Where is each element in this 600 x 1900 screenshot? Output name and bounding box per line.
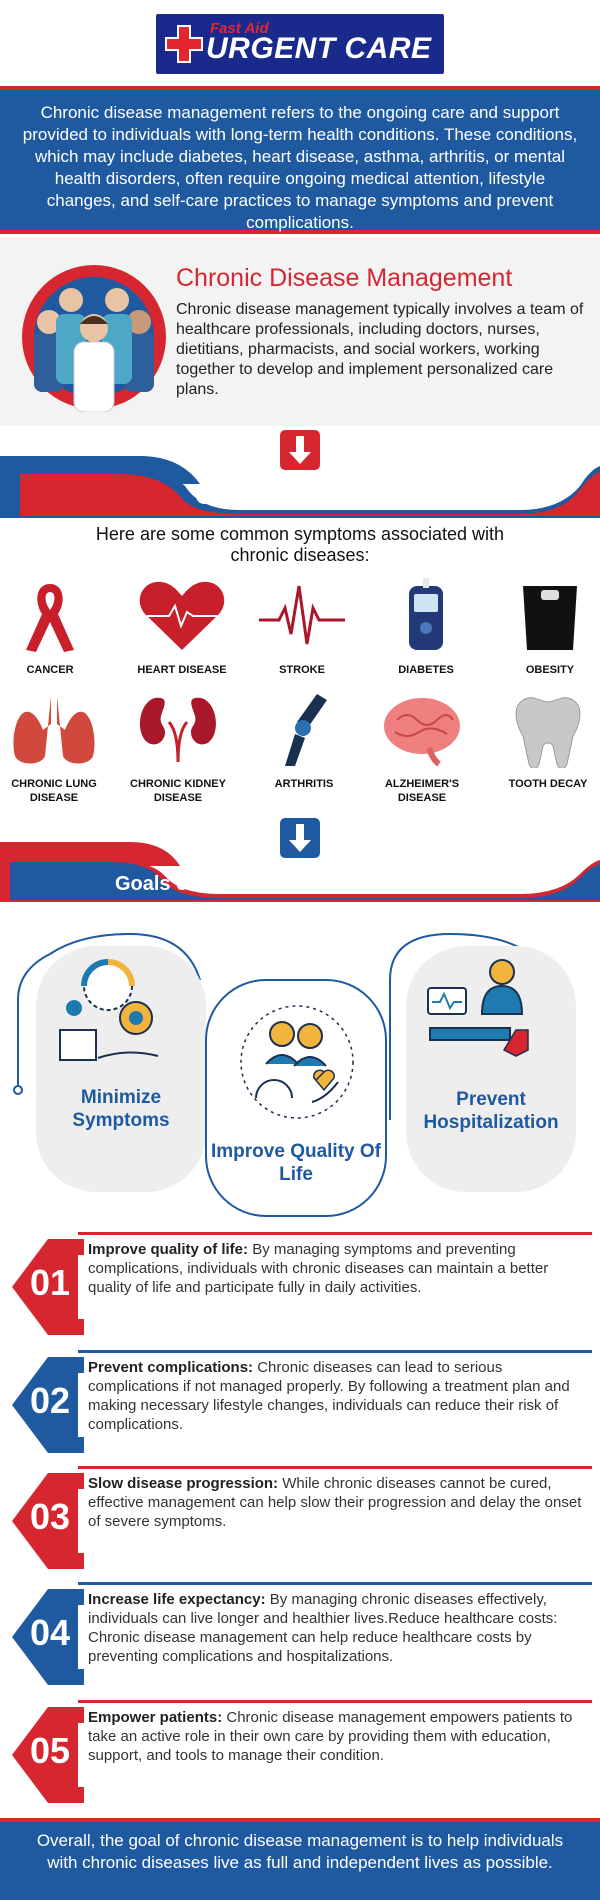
lungs-icon [13,696,95,764]
disease-label: STROKE [279,664,325,676]
medical-cross-icon [165,25,203,63]
number-badge [12,1473,84,1569]
disease-label: CANCER [26,664,74,676]
goal-heading: Slow disease progression: [88,1475,279,1492]
pulse-icon [259,585,345,645]
goal-body: While chronic diseases cannot be cured, … [88,1475,582,1530]
goal-text: Empower patients: Chronic disease manage… [88,1708,588,1765]
disease-label: DIABETES [398,664,454,676]
goal-body: Chronic disease management empowers pati… [88,1709,573,1764]
hospital-bed-icon [427,959,529,1057]
brain-icon [384,698,460,767]
glucometer-icon [409,578,443,650]
chronic-diseases-banner [0,456,600,518]
disease-arthritis: ARTHRITIS [244,692,364,791]
logo-line1: Fast Aid [210,20,269,37]
disease-label: CHRONIC LUNG DISEASE [11,778,97,804]
disease-cancer: CANCER [0,578,110,677]
chronic-diseases-title: Chronic Diseases [195,482,405,510]
divider [78,1350,592,1353]
goal-body: Chronic diseases can lead to serious com… [88,1359,570,1433]
goal-card-label: Improve Quality Of Life [211,1141,381,1185]
symptoms-gauge-icon [59,959,159,1061]
disease-heart: HEART DISEASE [122,578,242,677]
kidneys-icon [140,697,216,763]
disease-label: ARTHRITIS [274,778,334,790]
ribbon-icon [26,584,74,652]
goal-number: 02 [30,1380,71,1421]
divider [78,1582,592,1585]
intro-paragraph: Chronic disease management refers to the… [0,86,600,234]
down-arrow-icon [280,818,320,858]
goals-title: Goals of Chronic Disease Management [114,873,486,895]
goal-heading: Empower patients: [88,1709,223,1726]
quality-of-life-icon [240,1005,354,1119]
tooth-icon [515,697,581,769]
goal-number: 05 [30,1730,71,1771]
disease-label: TOOTH DECAY [508,778,588,790]
down-arrow-icon [280,430,320,470]
goal-item-02: 02 Prevent complications: Chronic diseas… [8,1350,592,1460]
disease-diabetes: DIABETES [366,578,486,677]
disease-label: CHRONIC KIDNEY DISEASE [130,778,226,804]
goal-text: Increase life expectancy: By managing ch… [88,1590,588,1666]
disease-obesity: OBESITY [490,578,600,677]
disease-label: HEART DISEASE [137,664,227,676]
goal-item-03: 03 Slow disease progression: While chron… [8,1466,592,1576]
goal-card-label: Prevent Hospitalization [423,1089,559,1133]
goal-number: 01 [30,1262,71,1303]
disease-label: OBESITY [525,664,575,676]
number-badge [12,1239,84,1335]
disease-lung: CHRONIC LUNG DISEASE [0,692,114,805]
disease-alzheimers: ALZHEIMER'S DISEASE [362,692,482,805]
goal-heading: Prevent complications: [88,1359,254,1376]
cdm-section: Chronic Disease Management Chronic disea… [0,238,600,426]
cdm-text: Chronic disease management typically inv… [176,301,584,398]
goals-banner [0,842,600,902]
logo[interactable]: Fast Aid URGENT CARE [156,14,444,74]
heart-icon [139,581,225,650]
header: Fast Aid URGENT CARE [0,0,600,82]
goal-body: By managing symptoms and preventing comp… [88,1241,549,1296]
cdm-title: Chronic Disease Management [176,264,513,292]
divider [78,1466,592,1469]
goal-item-04: 04 Increase life expectancy: By managing… [8,1582,592,1692]
goal-card-label: Minimize Symptoms [72,1087,170,1131]
goal-item-05: 05 Empower patients: Chronic disease man… [8,1700,592,1810]
goal-item-01: 01 Improve quality of life: By managing … [8,1232,592,1342]
disease-stroke: STROKE [242,578,362,677]
goal-text: Slow disease progression: While chronic … [88,1474,588,1531]
scale-icon [523,586,577,650]
goal-number: 04 [30,1612,71,1653]
disease-tooth: TOOTH DECAY [488,692,600,791]
number-badge [12,1589,84,1685]
goal-heading: Improve quality of life: [88,1241,249,1258]
disease-kidney: CHRONIC KIDNEY DISEASE [118,692,238,805]
disease-label: ALZHEIMER'S DISEASE [384,778,460,804]
goal-text: Prevent complications: Chronic diseases … [88,1358,588,1434]
divider [78,1232,592,1235]
divider [78,1700,592,1703]
chronic-diseases-subtitle: Here are some common symptoms associated… [95,524,505,565]
logo-line2: URGENT CARE [206,32,432,65]
goal-heading: Increase life expectancy: [88,1591,266,1608]
goal-number: 03 [30,1496,71,1537]
goal-body: By managing chronic diseases effectively… [88,1591,558,1665]
number-badge [12,1707,84,1803]
footer-summary: Overall, the goal of chronic disease man… [0,1818,600,1900]
number-badge [12,1357,84,1453]
medical-team-illustration [22,265,166,412]
knee-joint-icon [285,694,327,766]
goal-text: Improve quality of life: By managing sym… [88,1240,588,1297]
